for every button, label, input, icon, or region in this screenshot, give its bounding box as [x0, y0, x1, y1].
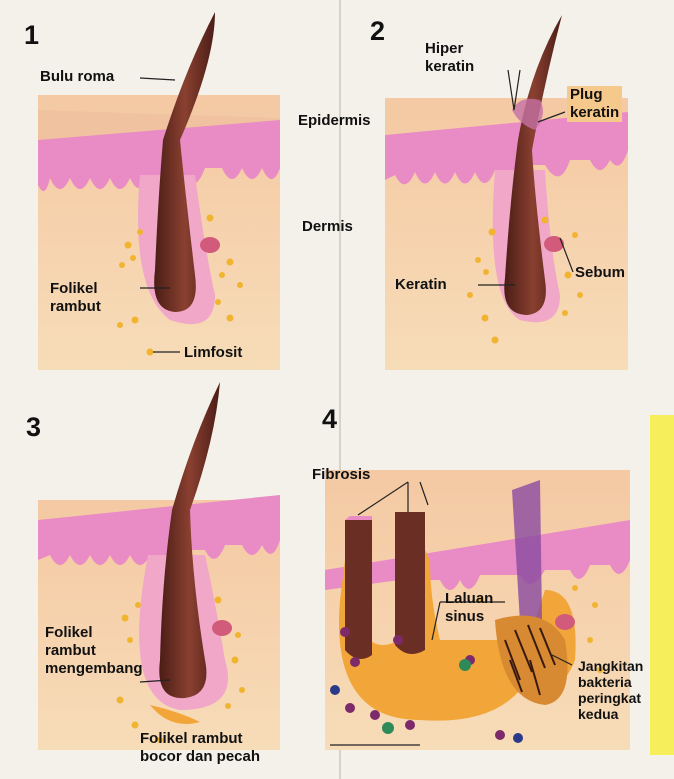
label-dermis: Dermis	[302, 218, 353, 236]
label-limfosit: Limfosit	[184, 344, 242, 362]
label-bulu-roma: Bulu roma	[40, 68, 114, 86]
accent-bar	[650, 415, 674, 755]
label-folikel-bocor: Folikel rambut bocor dan pecah	[140, 730, 260, 766]
panel-1-illustration	[38, 12, 280, 370]
label-fibrosis: Fibrosis	[312, 466, 370, 484]
label-keratin: Keratin	[395, 276, 447, 294]
panel-1-number: 1	[24, 20, 39, 51]
panel-3-number: 3	[26, 412, 41, 443]
label-plug-keratin: Plug keratin	[567, 86, 622, 122]
label-jangkitan-bakteria: Jangkitan bakteria peringkat kedua	[578, 658, 643, 722]
panel-2-illustration	[385, 15, 628, 370]
label-hiper-keratin: Hiper keratin	[425, 40, 474, 76]
label-folikel-mengembang: Folikel rambut mengembang	[45, 624, 143, 678]
label-laluan-sinus: Laluan sinus	[445, 590, 493, 626]
panel-2-number: 2	[370, 16, 385, 47]
label-epidermis: Epidermis	[298, 112, 371, 130]
label-sebum: Sebum	[575, 264, 625, 282]
label-folikel-rambut: Folikel rambut	[50, 280, 101, 316]
panel-3-illustration	[38, 382, 280, 750]
panel-4-number: 4	[322, 404, 337, 435]
